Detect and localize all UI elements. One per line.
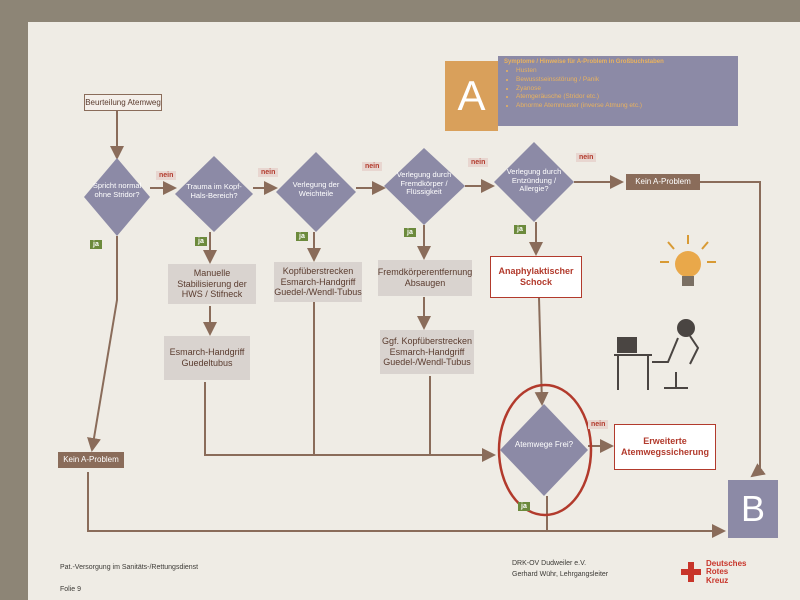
ja-tag-3: ja [296, 232, 308, 241]
drk-line-2: Rotes [706, 567, 729, 577]
legend-item: Abnorme Atemmuster (inverse Atmung etc.) [516, 102, 732, 111]
drk-line-1: Deutsches [706, 559, 747, 568]
footer-title: Pat.-Versorgung im Sanitäts-/Rettungsdie… [60, 564, 199, 571]
legend-item: Atemgeräusche (Stridor etc.) [516, 93, 732, 102]
footer-org1: DRK-OV Dudweiler e.V. [512, 560, 587, 567]
decision-d2-label: Trauma im Kopf-Hals-Bereich? [186, 182, 242, 200]
lightbulb-icon [660, 235, 716, 286]
decision-d5-label: Verlegung durch Entzündung / Allergie? [506, 167, 562, 194]
ja-tag-4: ja [404, 228, 416, 237]
arrow-d1-ja [87, 236, 118, 452]
drk-line-3: Kreuz [706, 575, 729, 585]
legend-item: Husten [516, 67, 732, 76]
footer-page: Folie 9 [60, 586, 82, 593]
diamond-d2 [175, 156, 253, 232]
nein-tag-3: nein [362, 162, 383, 171]
drk-logo-text: Deutsches Rotes Kreuz [706, 559, 766, 585]
decision-atemwege-label: Atemwege Frei? [514, 440, 574, 449]
ja-tag-1: ja [90, 240, 102, 249]
action-fremd: Fremdkörperentfernung Absaugen [378, 260, 472, 296]
nein-tag-4: nein [468, 158, 489, 167]
action-kopf2: Ggf. Kopfüberstrecken Esmarch-Handgriff … [380, 330, 474, 374]
nein-tag-5: nein [576, 153, 597, 162]
action-esmarch: Esmarch-Handgriff Guedeltubus [164, 336, 250, 380]
kein-a-problem-top: Kein A-Problem [626, 174, 700, 190]
person-at-laptop-icon [614, 319, 700, 390]
decision-d4-label: Verlegung durch Fremdkörper / Flüssigkei… [396, 170, 452, 197]
legend-item: Zyanose [516, 85, 732, 94]
footer-org2: Gerhard Wühr, Lehrgangsleiter [512, 571, 609, 578]
ja-tag-5: ja [514, 225, 526, 234]
decision-d1-label: Spricht normal ohne Stridor? [92, 181, 142, 199]
diamond-d5 [494, 142, 574, 222]
arrow-kein-left-to-b [87, 472, 726, 538]
diamond-d3 [276, 152, 356, 232]
kein-a-problem-left: Kein A-Problem [58, 452, 124, 468]
nein-tag-6: nein [588, 420, 609, 429]
b-letter-box: B [728, 480, 778, 538]
ja-tag-6: ja [518, 502, 530, 511]
ja-tag-2: ja [195, 237, 207, 246]
diamond-d1 [84, 158, 150, 236]
action-kopf1: Kopfüberstrecken Esmarch-Handgriff Guede… [274, 262, 362, 302]
legend-a-title: Symptome / Hinweise für A-Problem in Gro… [504, 59, 664, 65]
nein-tag-1: nein [156, 171, 177, 180]
diamond-atemwege [500, 404, 588, 496]
action-anaphylaxie: Anaphylaktischer Schock [490, 256, 582, 298]
drk-cross-icon [681, 562, 701, 582]
legend-a-letter: A [445, 61, 498, 131]
legend-item: Bewusstseinsstörung / Panik [516, 76, 732, 85]
nein-tag-2: nein [258, 168, 279, 177]
red-circle-annotation [497, 383, 593, 517]
legend-a-panel: Symptome / Hinweise für A-Problem in Gro… [498, 56, 738, 126]
arrow-kein-to-b [700, 181, 766, 478]
diamond-d4 [384, 148, 465, 225]
erweiterte-atemwegssicherung: Erweiterte Atemwegssicherung [614, 424, 716, 470]
decision-d3-label: Verlegung der Weichteile [292, 180, 340, 198]
arrow-esmarch-to-atemwege [204, 382, 496, 462]
action-hws: Manuelle Stabilisierung der HWS / Stifne… [168, 264, 256, 304]
arrow-anaph-to-atemwege [534, 297, 549, 406]
legend-a-list: HustenBewusstseinsstörung / PanikZyanose… [504, 67, 732, 111]
start-box: Beurteilung Atemweg [84, 94, 162, 111]
